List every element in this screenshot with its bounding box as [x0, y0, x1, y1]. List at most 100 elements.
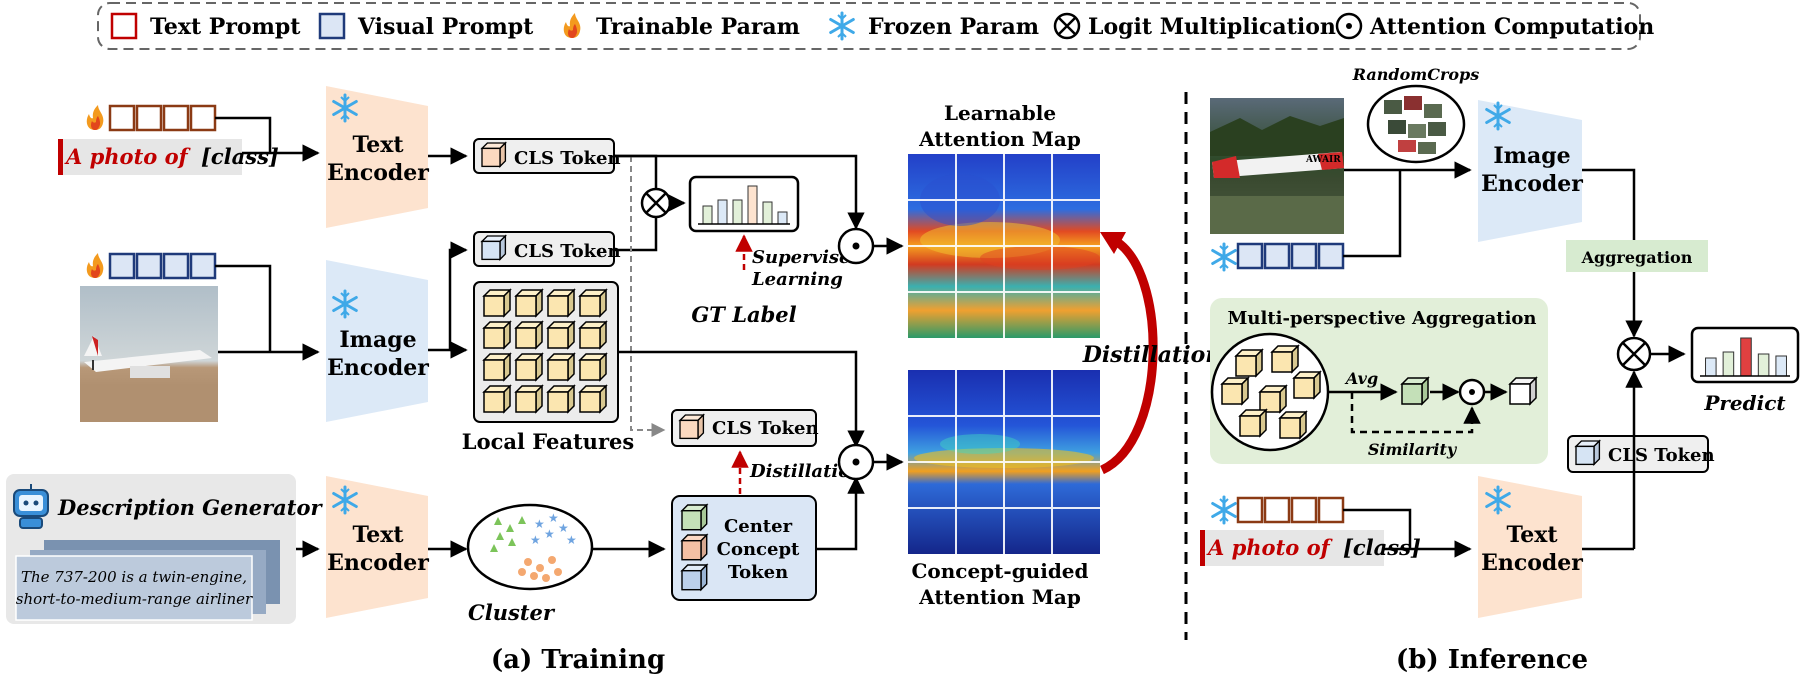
svg-text:CLS Token: CLS Token [1608, 445, 1715, 466]
mpa-title: Multi-perspective Aggregation [1227, 308, 1536, 329]
svg-text:Encoder: Encoder [327, 160, 429, 186]
supervised-learning-label: Supervised [752, 247, 863, 268]
svg-text:★: ★ [558, 521, 569, 535]
legend-logit-multiplication: Logit Multiplication [1088, 14, 1336, 40]
concept-guided-attention-map [908, 370, 1100, 554]
snowflake-icon [1211, 242, 1237, 272]
random-crops-ellipse [1366, 84, 1466, 164]
svg-text:★: ★ [548, 511, 559, 525]
aggregation-box: Aggregation [1566, 240, 1708, 272]
distillation-label-small: Distillation [749, 461, 863, 482]
learnable-attention-map [908, 154, 1100, 338]
similarity-label: Similarity [1368, 440, 1458, 459]
histogram-bar [1740, 337, 1752, 377]
text-encoder-bottom: Text Encoder [326, 476, 429, 618]
snowflake-icon [1211, 495, 1237, 525]
gt-label-histogram [688, 175, 800, 233]
inference-caption: (b) Inference [1396, 645, 1588, 675]
learnable-map-title-line2: Attention Map [918, 127, 1081, 151]
legend-frozen-param: Frozen Param [868, 14, 1039, 40]
visual-prompt-tokens [108, 252, 217, 280]
local-features-grid [473, 281, 619, 423]
svg-text:CLS Token: CLS Token [514, 148, 621, 169]
image-encoder-training: Image Encoder [326, 260, 429, 422]
predict-label: Predict [1703, 391, 1786, 415]
concept-map-title-line2: Attention Map [918, 585, 1081, 609]
distillation-label-large: Distillation [1082, 342, 1222, 368]
svg-text:★: ★ [534, 517, 545, 531]
legend-trainable-param: Trainable Param [596, 14, 800, 40]
histogram-bar [702, 205, 713, 225]
svg-text:Image: Image [339, 327, 416, 353]
concept-map-title-line1: Concept-guided [911, 559, 1088, 583]
center-concept-token: Center Concept Token [671, 495, 817, 601]
predict-histogram [1690, 326, 1800, 384]
image-encoder-inference: Image Encoder [1478, 100, 1583, 242]
prompt-text-a-photo-of: A photo of [64, 144, 192, 169]
training-caption: (a) Training [491, 645, 665, 675]
cls-token-concept: CLS Token [671, 409, 819, 447]
description-text-line1: The 737-200 is a twin-engine, [21, 568, 247, 586]
svg-text:Encoder: Encoder [1481, 171, 1583, 197]
visual-prompt-swatch [318, 12, 346, 40]
text-prompt-tokens [108, 104, 217, 132]
histogram-bar [732, 199, 743, 225]
svg-text:Aggregation: Aggregation [1581, 248, 1693, 267]
histogram-bar [1705, 357, 1717, 377]
logit-multiplication-icon [1053, 12, 1081, 40]
attention-computation-icon [1335, 12, 1363, 40]
inference-visual-tokens [1236, 242, 1345, 270]
random-crops-label: RandomCrops [1352, 65, 1479, 84]
svg-text:★: ★ [530, 533, 541, 547]
cls-token-image: CLS Token [473, 231, 621, 267]
fire-icon [86, 253, 104, 278]
inference-panel: AWAIR RandomCrops Image Encoder [1200, 65, 1800, 675]
inference-class-prompt-box [1200, 530, 1384, 566]
svg-text:Concept: Concept [717, 539, 800, 560]
cluster-ellipse: ★★★★★★ [466, 503, 594, 591]
svg-text:Learning: Learning [751, 269, 843, 290]
histogram-bar [762, 201, 773, 225]
svg-text:Text: Text [352, 132, 404, 158]
histogram-bar [747, 185, 758, 225]
histogram-bar [1722, 351, 1735, 377]
text-encoder-inference: Text Encoder [1478, 476, 1583, 618]
svg-text:Encoder: Encoder [1481, 550, 1583, 576]
fire-icon [563, 13, 581, 38]
inference-prompt-text-a-photo-of: A photo of [1206, 535, 1334, 560]
legend-visual-prompt: Visual Prompt [357, 14, 534, 40]
multi-perspective-aggregation-panel: Multi-perspective Aggregation Avg Simila… [1210, 298, 1548, 464]
snowflake-icon [829, 11, 855, 41]
histogram-bar [1757, 353, 1770, 377]
inference-prompt-text-class: [class] [1343, 535, 1421, 560]
legend-text-prompt: Text Prompt [150, 14, 301, 40]
svg-text:Text: Text [1506, 522, 1558, 548]
legend: Text Prompt Visual Prompt Trainable Para… [97, 2, 1654, 50]
local-features-label: Local Features [462, 429, 634, 454]
airplane-logo-text: AWAIR [1305, 155, 1341, 165]
histogram-bar [1775, 355, 1787, 377]
inference-text-tokens [1236, 496, 1345, 524]
cluster-label: Cluster [468, 600, 556, 625]
description-text-line2: short-to-medium-range airliner [16, 590, 253, 608]
description-generator-title: Description Generator [57, 495, 323, 520]
text-encoder-top: Text Encoder [326, 86, 429, 228]
gt-label: GT Label [691, 302, 796, 327]
inference-airplane-image: AWAIR [1210, 98, 1344, 234]
prompt-text-class: [class] [201, 144, 279, 169]
histogram-bar [717, 199, 728, 225]
legend-attention-computation: Attention Computation [1369, 14, 1654, 40]
svg-text:Encoder: Encoder [327, 550, 429, 576]
learnable-map-title-line1: Learnable [944, 101, 1056, 125]
inference-logit-node [1616, 336, 1652, 372]
cls-token-text: CLS Token [473, 138, 621, 174]
training-airplane-image [80, 286, 218, 422]
svg-text:Image: Image [1493, 143, 1570, 169]
svg-text:CLS Token: CLS Token [514, 241, 621, 262]
svg-text:A photo of [class]: A photo of [class] [64, 144, 279, 169]
svg-text:Text: Text [352, 522, 404, 548]
attention-node-top [837, 227, 875, 265]
avg-label: Avg [1344, 369, 1378, 388]
robot-icon [13, 484, 49, 529]
